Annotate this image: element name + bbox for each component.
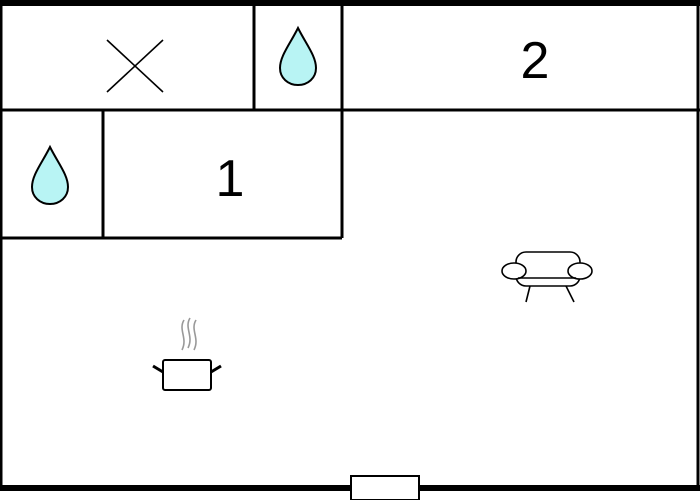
sofa-icon xyxy=(501,251,593,303)
cooking-pot-icon xyxy=(152,317,222,391)
entrance-door-icon xyxy=(350,475,420,500)
water-drop-icon xyxy=(30,144,70,206)
room-1-number: 1 xyxy=(216,150,245,208)
interior-walls xyxy=(0,3,700,240)
water-drop-icon xyxy=(278,25,318,87)
room-2-number: 2 xyxy=(521,32,550,90)
closed-space-x-icon xyxy=(106,39,164,93)
